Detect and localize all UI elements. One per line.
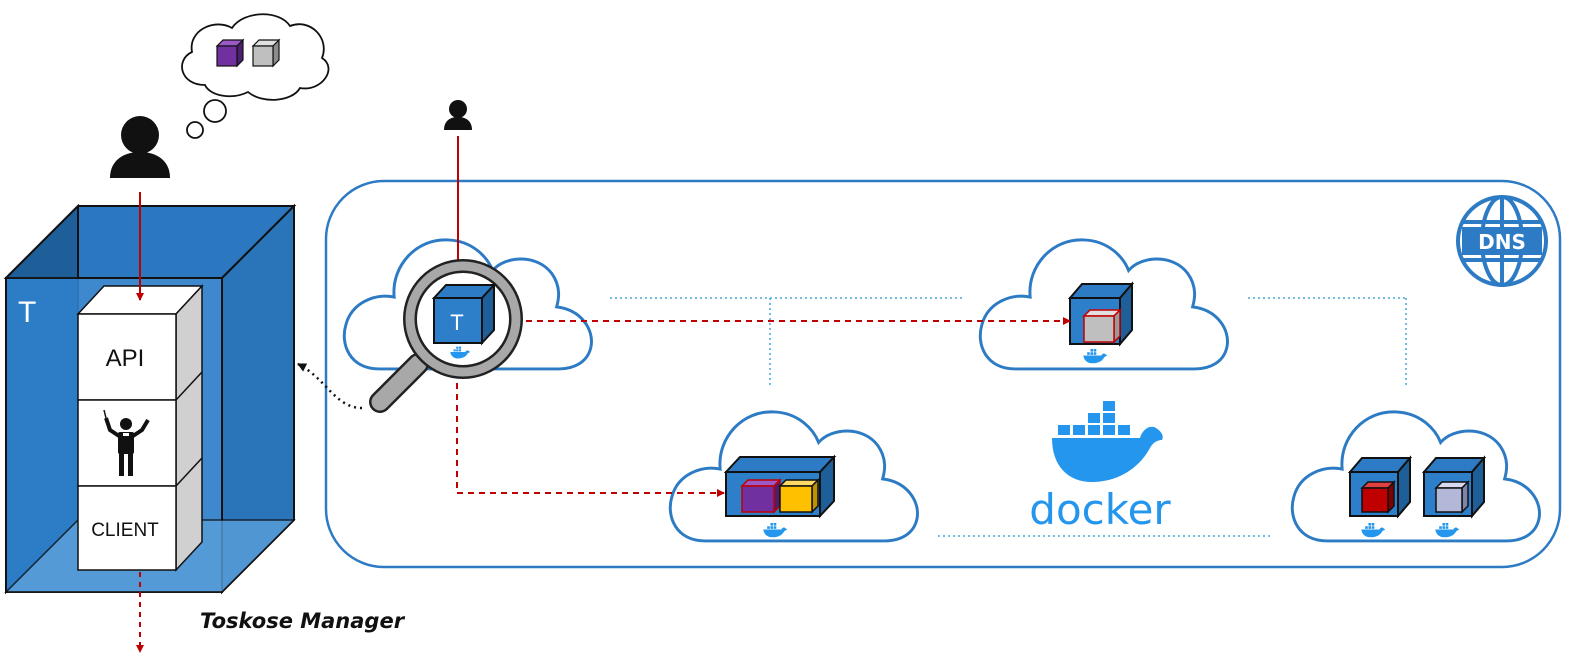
person-icon bbox=[110, 116, 170, 178]
cube-icon bbox=[251, 38, 281, 68]
dns-globe-icon bbox=[1456, 195, 1548, 287]
deployment-arrows bbox=[456, 317, 1071, 497]
cube-icon bbox=[215, 38, 245, 68]
docker-whale-icon bbox=[1052, 401, 1163, 482]
service-node-purple-yellow bbox=[723, 454, 837, 519]
service-node-red bbox=[1347, 455, 1413, 519]
manager-layer-stack: API CLIENT bbox=[76, 284, 204, 572]
cloud-icon bbox=[1290, 410, 1541, 543]
thought-bubble-icon bbox=[181, 13, 330, 139]
api-layer bbox=[77, 313, 177, 401]
service-node-lavender bbox=[1421, 455, 1487, 519]
conductor-icon bbox=[103, 409, 150, 476]
api-layer-label: API bbox=[106, 345, 145, 372]
docker-network-boundary bbox=[324, 179, 1562, 569]
toskose-manager: T API CLIENT Toskose Mana bbox=[3, 203, 406, 633]
network-links bbox=[610, 297, 1407, 537]
manager-logo-letter: T bbox=[18, 296, 36, 329]
docker-wordmark: docker bbox=[1029, 485, 1171, 534]
feedback-arrow bbox=[297, 362, 363, 410]
container-letter: T bbox=[450, 310, 463, 335]
manager-title: Toskose Manager bbox=[200, 609, 406, 633]
service-node-gray bbox=[1067, 281, 1135, 347]
person-icon bbox=[444, 100, 472, 130]
dns-label: DNS bbox=[1478, 230, 1526, 254]
client-layer-label: CLIENT bbox=[91, 520, 159, 541]
client-layer bbox=[77, 485, 177, 571]
toskose-container-cube: T bbox=[431, 282, 497, 346]
